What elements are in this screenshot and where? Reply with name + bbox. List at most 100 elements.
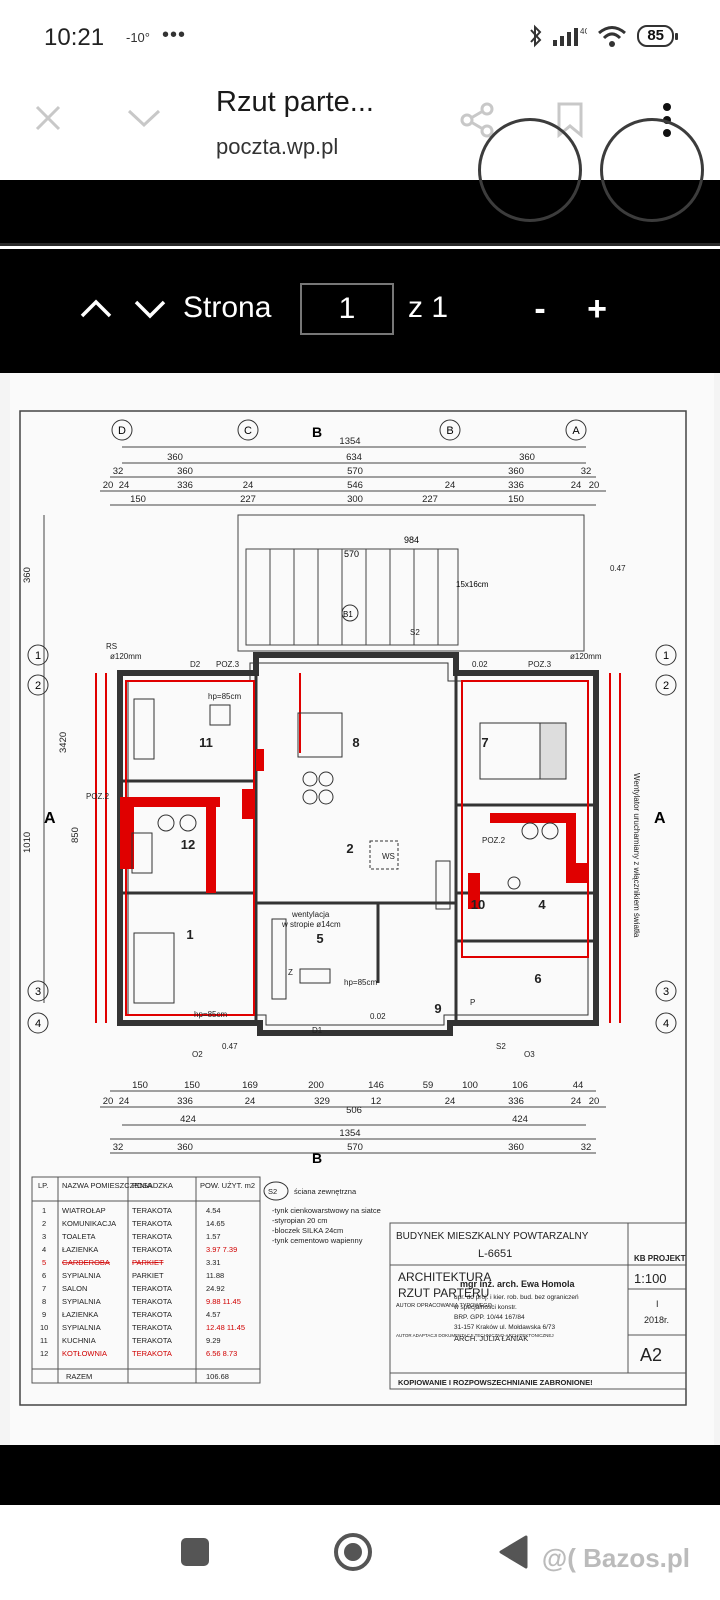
overlay-button-right[interactable]: [600, 118, 704, 222]
recent-apps-button[interactable]: [170, 1527, 220, 1577]
dim-text: 106: [512, 1080, 528, 1091]
previous-page-button[interactable]: [76, 287, 116, 331]
room-schedule-table: LP. NAZWA POMIESZCZENIA POSADZKA POW. UŻ…: [31, 1176, 261, 1384]
floor-plan-drawing: D C B A B B 1354 360 634 360 32 360 570 …: [19, 410, 687, 1406]
axis-side-label: 4: [663, 1018, 669, 1030]
dim-text: 32: [581, 1142, 592, 1153]
plan-annotations: POZ.3 POZ.3 POZ.2 POZ.2 RS ø120mm ø120mm…: [86, 564, 641, 1059]
b1-label: B1: [343, 610, 353, 619]
bluetooth-icon: [530, 24, 542, 48]
table-cell: TERAKOTA: [132, 1206, 172, 1215]
title-date-num: I: [656, 1299, 659, 1309]
back-button[interactable]: [488, 1527, 538, 1577]
dim-text: 3420: [58, 732, 69, 753]
status-bar: 10:21 -10° ••• 4G 85: [0, 0, 720, 72]
viewer-toolbar-top: [0, 118, 720, 246]
table-cell: KOMUNIKACJA: [62, 1219, 116, 1228]
collapse-button[interactable]: [122, 98, 166, 138]
red-revision-marks: [95, 673, 621, 1023]
table-cell: 1.57: [206, 1232, 221, 1241]
section-marker-top: B: [312, 424, 322, 440]
table-total-label: RAZEM: [66, 1372, 92, 1381]
zoom-in-button[interactable]: +: [587, 289, 607, 328]
title-adapt-label: AUTOR ADAPTACJI DOKUMENTACJI TECHNICZNO-…: [396, 1333, 554, 1338]
table-cell: 11: [40, 1336, 48, 1345]
close-button[interactable]: [28, 98, 68, 138]
dim-text: 570: [347, 1142, 363, 1153]
custom-tab-header: Rzut parte... poczta.wp.pl: [0, 72, 720, 180]
room-number-9: 12: [181, 837, 195, 852]
table-header: POW. UŻYT. m2: [200, 1181, 255, 1190]
share-button[interactable]: [455, 98, 499, 142]
terrace-width-label: 984: [404, 535, 419, 545]
next-page-button[interactable]: [130, 287, 170, 331]
dim-text: 570: [347, 466, 363, 477]
title-logo: KB PROJEKT: [634, 1254, 686, 1263]
overlay-button-left[interactable]: [478, 118, 582, 222]
wifi-icon: [598, 26, 627, 47]
room-number-1: 9: [434, 1001, 441, 1016]
svg-text:4G: 4G: [580, 27, 587, 36]
stairs-label: 15x16cm: [456, 580, 489, 589]
ventilation-label: wentylacja: [291, 910, 330, 919]
table-cell: 14.65: [206, 1219, 225, 1228]
table-cell: KOTŁOWNIA: [62, 1349, 107, 1358]
dim-text: 32: [113, 466, 124, 477]
table-cell: TERAKOTA: [132, 1297, 172, 1306]
dim-text: 150: [132, 1080, 148, 1091]
table-cell: 8: [42, 1297, 46, 1306]
table-cell: 9: [42, 1310, 46, 1319]
table-cell: 9.29: [206, 1336, 221, 1345]
dim-text: 32: [581, 466, 592, 477]
axis-side-label: 3: [663, 986, 669, 998]
title-sheet-number: A2: [640, 1345, 662, 1365]
page-number-input[interactable]: [300, 283, 394, 335]
zoom-out-button[interactable]: -: [534, 289, 546, 328]
wall-legend-layer: -tynk cienkowarstwowy na siatce: [272, 1206, 381, 1215]
room-numbers: 11 8 7 12 2 1 5 6 4 9 10: [181, 735, 547, 1016]
room-number-5: 10: [471, 897, 485, 912]
room-number-6: 7: [481, 735, 488, 750]
title-author-license: upr. do proj. i kier. rob. bud. bez ogra…: [454, 1294, 579, 1301]
back-triangle-icon: [499, 1535, 528, 1569]
vent-right-label: Wentylator uruchamiany z włącznikiem świ…: [632, 773, 641, 938]
dim-text: 20: [589, 1096, 600, 1107]
poz2-label-right: POZ.2: [482, 836, 506, 845]
axis-side-label: 1: [663, 650, 669, 662]
table-cell: 9.88 11.45: [206, 1297, 241, 1306]
axis-side-label: 3: [35, 986, 41, 998]
table-cell: 4.54: [206, 1206, 221, 1215]
title-author-spec: w specjalności konstr.: [453, 1304, 517, 1311]
page-url: poczta.wp.pl: [216, 134, 339, 159]
share-icon: [460, 102, 494, 138]
wall-legend-code: S2: [268, 1187, 277, 1196]
document-viewport[interactable]: D C B A B B 1354 360 634 360 32 360 570 …: [0, 373, 720, 1445]
status-more-notifications: •••: [162, 24, 187, 46]
dim-text: 1354: [339, 436, 360, 447]
home-button[interactable]: [328, 1527, 378, 1577]
dim-text: 20: [103, 1096, 114, 1107]
dim-text: 44: [573, 1080, 584, 1091]
status-icons: 4G 85: [529, 24, 678, 48]
dim-text: 20: [589, 480, 600, 491]
title-author: mgr inż. arch. Ewa Homola: [460, 1279, 576, 1289]
o3-label: O3: [524, 1050, 535, 1059]
axis-side-label: 4: [35, 1018, 41, 1030]
title-footer: KOPIOWANIE I ROZPOWSZECHNIANIE ZABRONION…: [398, 1378, 593, 1387]
room-number-7: 8: [352, 735, 359, 750]
table-cell: 1: [42, 1206, 46, 1215]
page-total: z 1: [408, 291, 449, 324]
title-branch: ARCHITEKTURA: [398, 1270, 491, 1284]
room-number-4: 4: [538, 897, 546, 912]
wall-legend-layer: -bloczek SILKA 24cm: [272, 1226, 343, 1235]
table-cell: 3: [42, 1232, 46, 1241]
level-label-right: 0.47: [610, 564, 626, 573]
watermark: @( Bazos.pl: [541, 1543, 690, 1573]
chevron-down-icon: [134, 300, 166, 319]
table-cell: ŁAZIENKA: [62, 1310, 98, 1319]
poz3-label-right: POZ.3: [528, 660, 552, 669]
dim-text: 329: [314, 1096, 330, 1107]
room-number-11: 5: [316, 931, 323, 946]
table-cell: 11.88: [206, 1271, 224, 1280]
title-scale: 1:100: [634, 1271, 667, 1286]
